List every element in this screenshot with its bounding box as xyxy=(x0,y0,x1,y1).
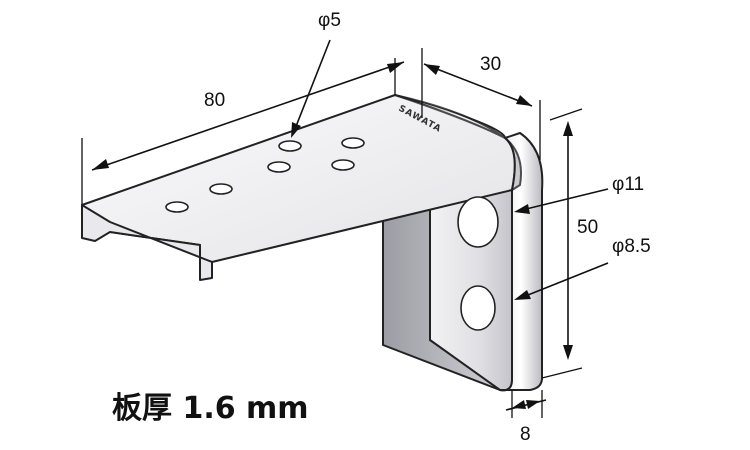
thickness-caption: 板厚 1.6 mm xyxy=(112,391,309,426)
hole-3 xyxy=(267,161,291,173)
hole-1 xyxy=(165,201,189,213)
hole-5 xyxy=(331,159,355,171)
dim-large-hole-label: φ11 xyxy=(612,174,644,195)
dim-height: 50 xyxy=(541,108,598,379)
dim-small-hole-label: φ5 xyxy=(318,10,341,31)
dim-depth: 30 xyxy=(421,48,541,160)
dim-height-label: 50 xyxy=(577,217,598,238)
hole-6 xyxy=(341,137,365,149)
top-plate-holes xyxy=(165,137,365,213)
plate-front-lip xyxy=(81,204,213,281)
dim-medium-hole: φ8.5 xyxy=(514,236,651,300)
dim-depth-label: 30 xyxy=(480,54,501,75)
dim-length: 80 xyxy=(81,58,405,205)
dim-length-label: 80 xyxy=(204,90,225,111)
hole-2 xyxy=(209,183,233,195)
hole-4 xyxy=(278,140,302,152)
dim-small-hole: φ5 xyxy=(291,10,341,138)
plate-bend xyxy=(394,94,522,191)
dim-medium-hole-label: φ8.5 xyxy=(612,236,651,257)
leg-hole-medium xyxy=(460,285,496,331)
leg-hole-large xyxy=(457,196,499,248)
dim-leg-width: 8 xyxy=(505,390,547,445)
dim-large-hole: φ11 xyxy=(514,174,644,214)
dim-leg-width-label: 8 xyxy=(520,424,531,445)
leg-holes xyxy=(457,196,499,331)
